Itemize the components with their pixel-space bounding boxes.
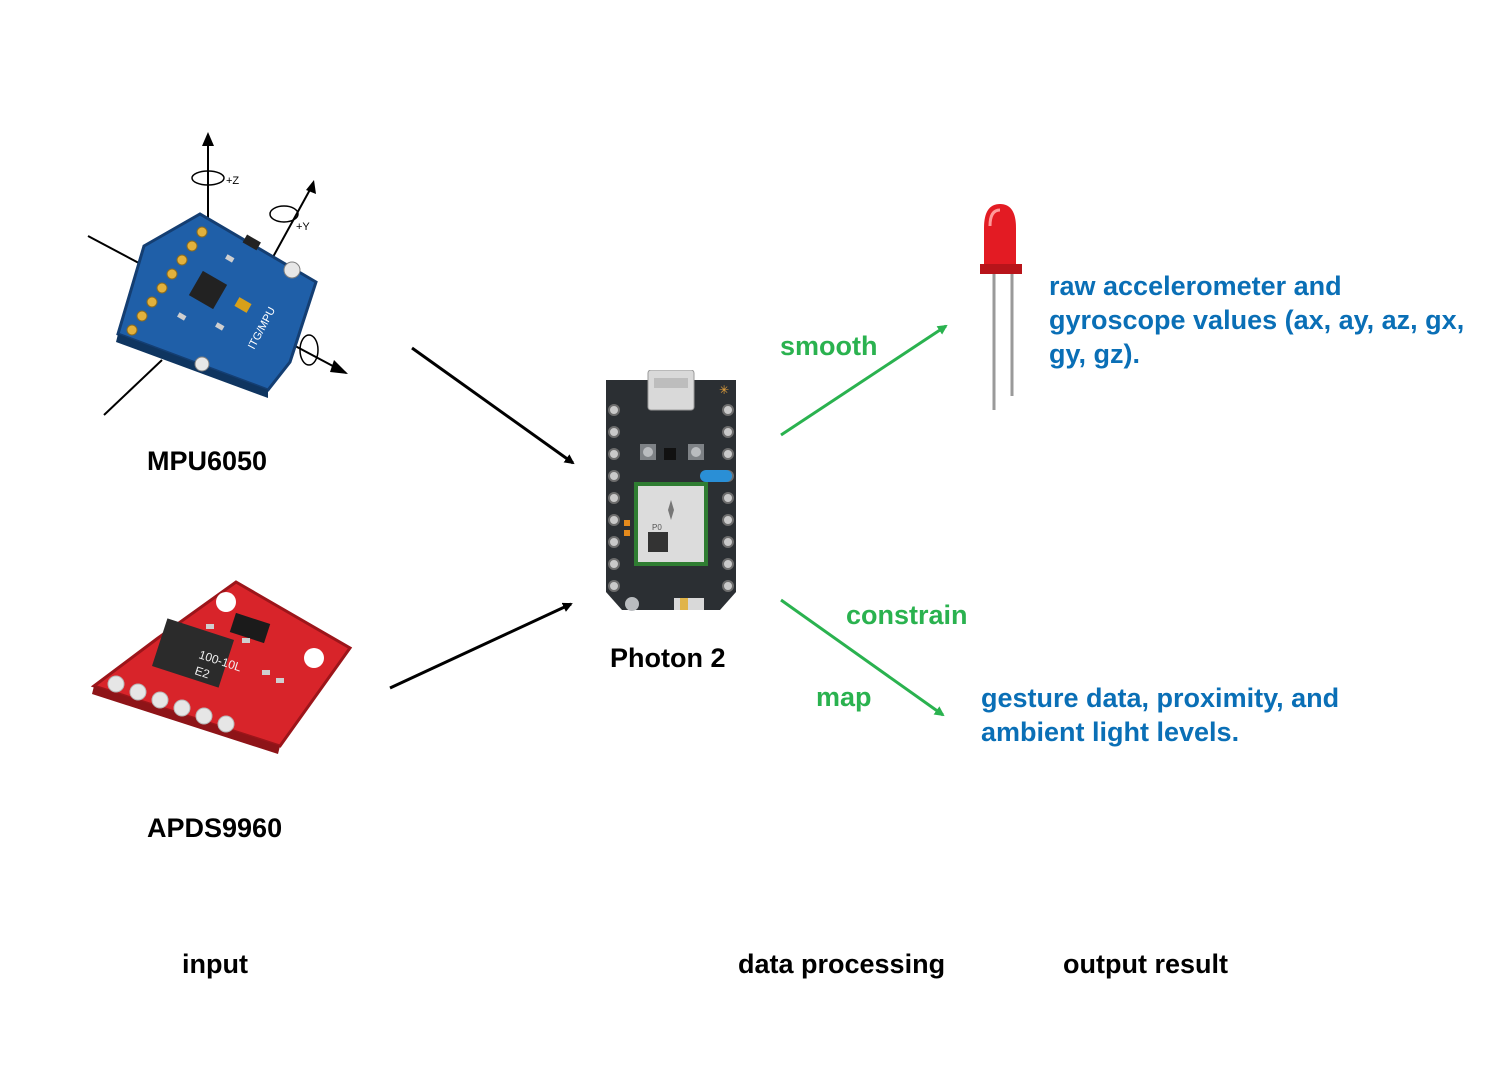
arrow-mpu-to-photon	[411, 346, 575, 465]
constrain-label: constrain	[846, 600, 968, 630]
led-output-text: raw accelerometer and gyroscope values (…	[1049, 271, 1465, 369]
photon-module-text: P0	[652, 523, 662, 532]
arrow-photon-to-gesture	[780, 598, 945, 717]
stage-processing-label: data processing	[738, 949, 946, 979]
apds-chip-code: E2	[193, 664, 212, 682]
stage-input-label: input	[182, 949, 248, 979]
smooth-label: smooth	[780, 331, 878, 361]
apds9960-label: APDS9960	[147, 813, 283, 843]
photon2-label: Photon 2	[610, 643, 726, 673]
axis-y-label: +Y	[296, 221, 310, 233]
arrow-photon-to-led	[780, 324, 948, 437]
photon2-board-image: P0 ✳	[606, 370, 736, 611]
gesture-output-text: gesture data, proximity, and ambient lig…	[981, 683, 1340, 747]
mpu6050-label: MPU6050	[147, 446, 268, 476]
svg-text:✳: ✳	[719, 383, 729, 397]
arrow-apds-to-photon	[389, 602, 573, 690]
map-label: map	[816, 682, 872, 712]
mpu6050-board-image: +Z +Y ITG/MPU	[87, 132, 348, 416]
axis-z-label: +Z	[226, 175, 239, 187]
red-led-image	[980, 204, 1022, 410]
stage-output-label: output result	[1063, 949, 1228, 979]
apds9960-board-image: 100-10L E2	[90, 580, 353, 754]
